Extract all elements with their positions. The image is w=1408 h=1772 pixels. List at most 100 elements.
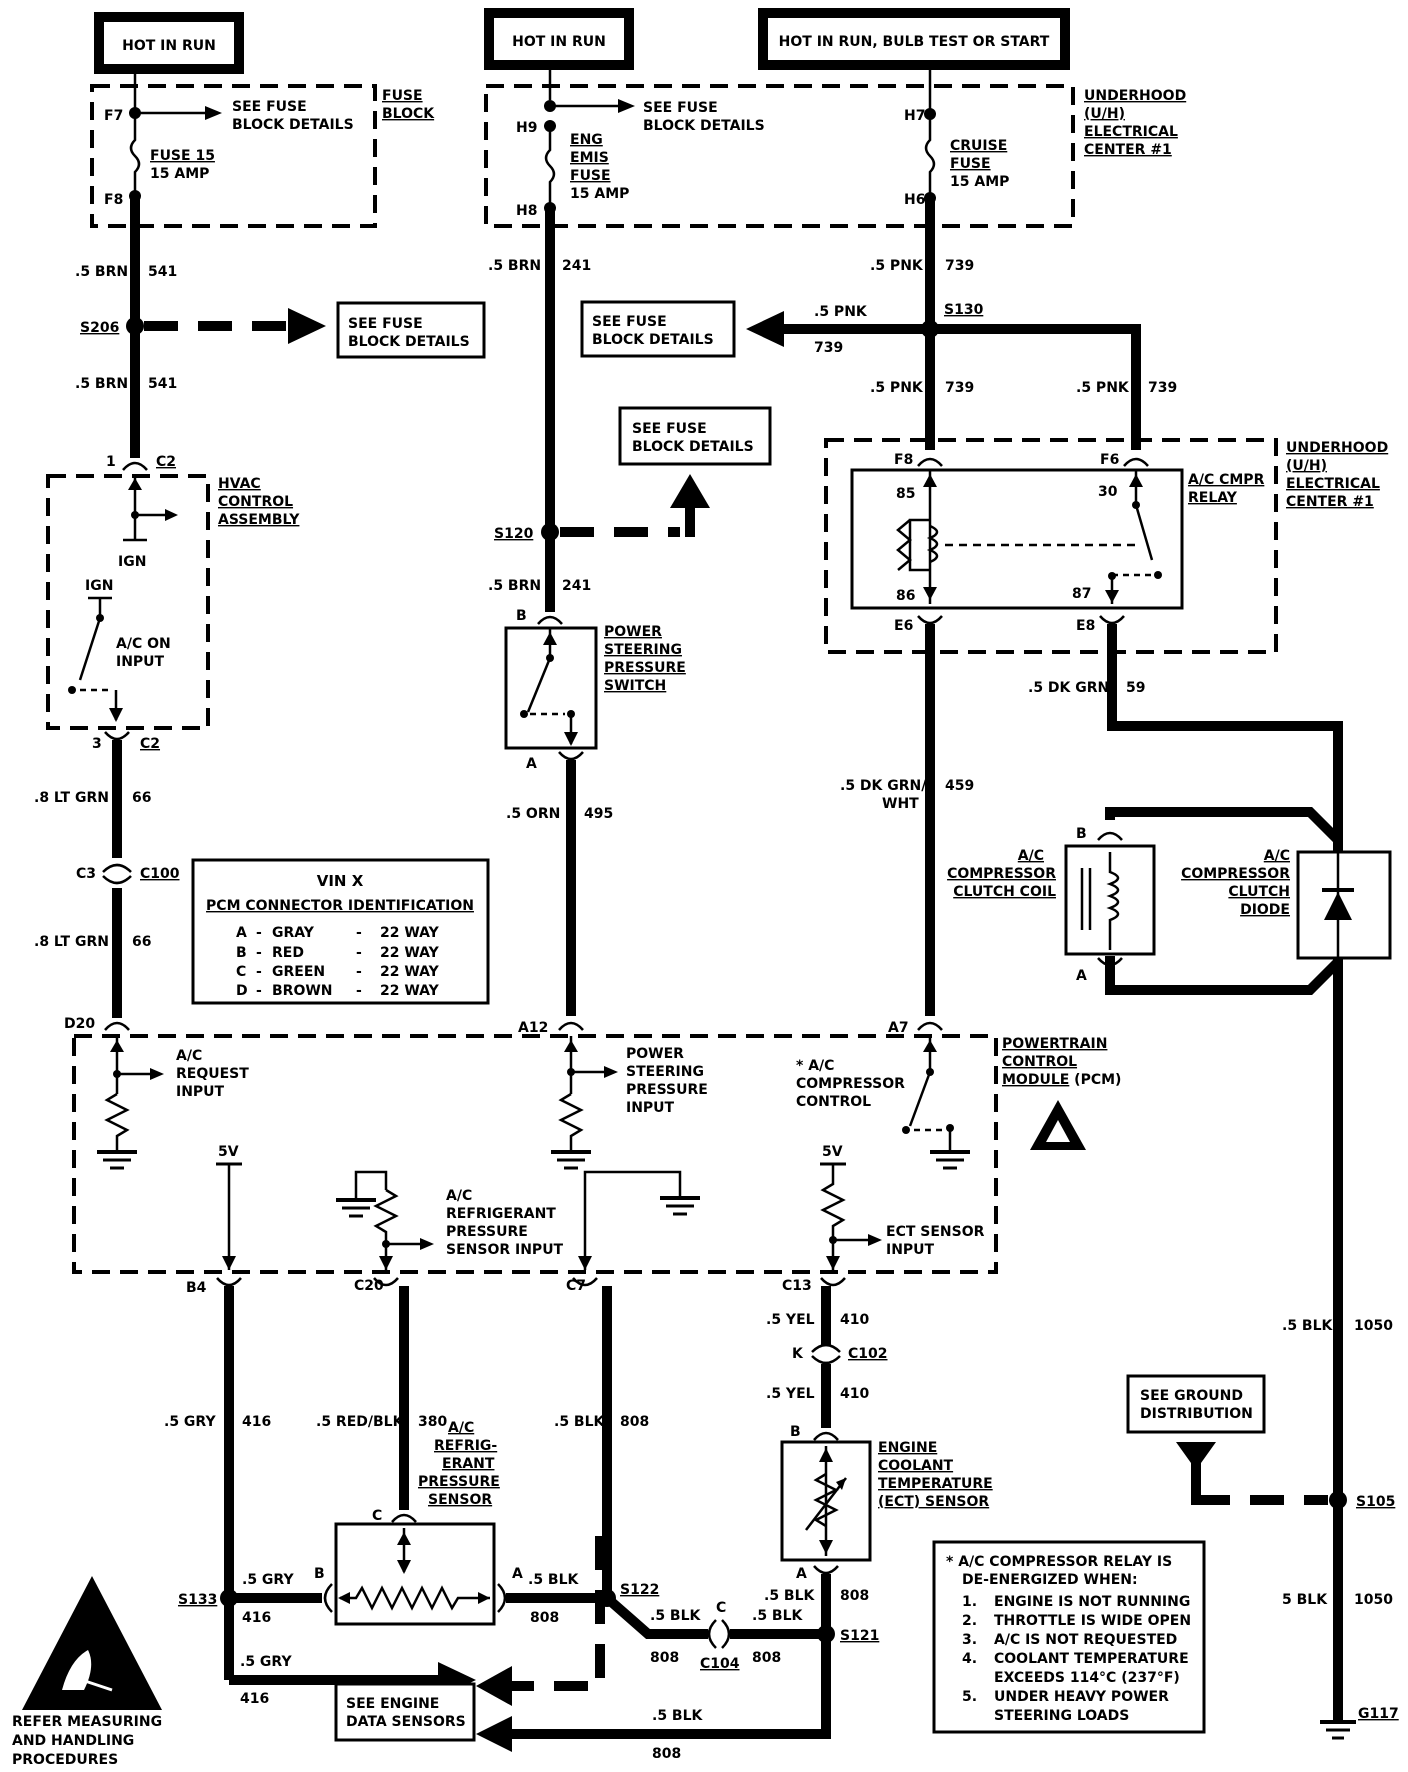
svg-text:A: A bbox=[512, 1566, 523, 1582]
svg-text:CENTER #1: CENTER #1 bbox=[1286, 494, 1374, 510]
svg-text:.5 DK GRN: .5 DK GRN bbox=[1028, 680, 1109, 696]
svg-text:1050: 1050 bbox=[1354, 1318, 1393, 1334]
svg-text:A12: A12 bbox=[518, 1020, 548, 1036]
svg-text:A/C CMPR: A/C CMPR bbox=[1188, 472, 1265, 488]
svg-text:ASSEMBLY: ASSEMBLY bbox=[218, 512, 300, 528]
svg-text:4.: 4. bbox=[962, 1651, 977, 1667]
svg-text:241: 241 bbox=[562, 258, 591, 274]
svg-text:B: B bbox=[236, 945, 247, 961]
svg-text:FUSE 15: FUSE 15 bbox=[150, 148, 215, 164]
svg-text:F8: F8 bbox=[104, 192, 123, 208]
svg-text:.5 BLK: .5 BLK bbox=[1282, 1318, 1334, 1334]
svg-text:UNDERHOOD: UNDERHOOD bbox=[1084, 88, 1186, 104]
svg-text:COMPRESSOR: COMPRESSOR bbox=[1181, 866, 1290, 882]
svg-text:F6: F6 bbox=[1100, 452, 1119, 468]
svg-text:SWITCH: SWITCH bbox=[604, 678, 666, 694]
svg-text:66: 66 bbox=[132, 790, 151, 806]
note-item: 2. THROTTLE IS WIDE OPEN bbox=[962, 1613, 1191, 1629]
svg-text:B: B bbox=[790, 1424, 801, 1440]
vin-row: A - GRAY - 22 WAY bbox=[236, 925, 440, 941]
svg-text:F8: F8 bbox=[894, 452, 913, 468]
see-engine-data-sensors-box bbox=[334, 1682, 476, 1742]
svg-text:C3: C3 bbox=[76, 866, 96, 882]
svg-text:CONTROL: CONTROL bbox=[218, 494, 293, 510]
svg-text:85: 85 bbox=[896, 486, 915, 502]
svg-text:PCM CONNECTOR IDENTIFICATION: PCM CONNECTOR IDENTIFICATION bbox=[206, 898, 474, 914]
svg-text:C2: C2 bbox=[156, 454, 176, 470]
svg-text:ELECTRICAL: ELECTRICAL bbox=[1286, 476, 1380, 492]
svg-text:COMPRESSOR: COMPRESSOR bbox=[796, 1076, 905, 1092]
svg-text:66: 66 bbox=[132, 934, 151, 950]
svg-text:C: C bbox=[236, 964, 246, 980]
svg-text:REFRIGERANT: REFRIGERANT bbox=[446, 1206, 556, 1222]
svg-text:COMPRESSOR: COMPRESSOR bbox=[947, 866, 1056, 882]
fuse-block-boundary bbox=[90, 84, 377, 228]
see-fuse-box-a bbox=[336, 301, 486, 359]
svg-text:.8 LT GRN: .8 LT GRN bbox=[34, 790, 109, 806]
svg-text:A7: A7 bbox=[888, 1020, 909, 1036]
pcm-boundary bbox=[72, 1034, 998, 1274]
svg-text:FUSE: FUSE bbox=[382, 88, 423, 104]
svg-text:WHT: WHT bbox=[882, 796, 919, 812]
svg-text:739: 739 bbox=[945, 258, 974, 274]
svg-text:15 AMP: 15 AMP bbox=[150, 166, 209, 182]
svg-text:(U/H): (U/H) bbox=[1286, 458, 1327, 474]
hvac-control-assembly-boundary bbox=[46, 474, 210, 730]
svg-text:SENSOR INPUT: SENSOR INPUT bbox=[446, 1242, 564, 1258]
note-item: 1. ENGINE IS NOT RUNNING bbox=[962, 1594, 1190, 1610]
svg-text:15 AMP: 15 AMP bbox=[570, 186, 629, 202]
vin-row: C - GREEN - 22 WAY bbox=[236, 964, 440, 980]
svg-text:1: 1 bbox=[106, 454, 116, 470]
svg-text:(ECT) SENSOR: (ECT) SENSOR bbox=[878, 1494, 989, 1510]
svg-text:IGN: IGN bbox=[85, 578, 113, 594]
svg-text:A: A bbox=[236, 925, 247, 941]
svg-text:22 WAY: 22 WAY bbox=[380, 983, 440, 999]
svg-text:ECT SENSOR: ECT SENSOR bbox=[886, 1224, 985, 1240]
svg-text:22 WAY: 22 WAY bbox=[380, 964, 440, 980]
svg-text:-: - bbox=[256, 925, 262, 941]
svg-text:241: 241 bbox=[562, 578, 591, 594]
svg-text:B4: B4 bbox=[186, 1280, 207, 1296]
svg-text:C: C bbox=[716, 1600, 726, 1616]
svg-text:HOT IN RUN, BULB TEST OR START: HOT IN RUN, BULB TEST OR START bbox=[779, 34, 1050, 50]
svg-text:* A/C COMPRESSOR RELAY IS: * A/C COMPRESSOR RELAY IS bbox=[946, 1554, 1172, 1570]
svg-text:22 WAY: 22 WAY bbox=[380, 945, 440, 961]
svg-text:COOLANT TEMPERATURE: COOLANT TEMPERATURE bbox=[994, 1651, 1189, 1667]
svg-text:-: - bbox=[256, 983, 262, 999]
svg-text:TEMPERATURE: TEMPERATURE bbox=[878, 1476, 993, 1492]
svg-text:REFER MEASURING: REFER MEASURING bbox=[12, 1714, 162, 1730]
svg-text:SEE FUSE: SEE FUSE bbox=[632, 421, 707, 437]
svg-text:59: 59 bbox=[1126, 680, 1145, 696]
svg-text:PRESSURE: PRESSURE bbox=[604, 660, 686, 676]
svg-text:HOT IN RUN: HOT IN RUN bbox=[122, 38, 216, 54]
svg-text:30: 30 bbox=[1098, 484, 1118, 500]
svg-text:BLOCK DETAILS: BLOCK DETAILS bbox=[592, 332, 714, 348]
svg-text:2.: 2. bbox=[962, 1613, 977, 1629]
see-fuse-box-c bbox=[618, 406, 772, 466]
svg-text:ENGINE IS NOT RUNNING: ENGINE IS NOT RUNNING bbox=[994, 1594, 1190, 1610]
svg-text:.5 ORN: .5 ORN bbox=[506, 806, 560, 822]
svg-text:A: A bbox=[1076, 968, 1087, 984]
svg-text:-: - bbox=[256, 964, 262, 980]
svg-text:.5 BLK: .5 BLK bbox=[554, 1414, 606, 1430]
note-item: EXCEEDS 114°C (237°F) bbox=[994, 1670, 1180, 1686]
svg-text:739: 739 bbox=[1148, 380, 1177, 396]
svg-text:CONTROL: CONTROL bbox=[796, 1094, 871, 1110]
svg-text:.5 BLK: .5 BLK bbox=[650, 1608, 702, 1624]
svg-text:5V: 5V bbox=[822, 1144, 843, 1160]
svg-text:DATA SENSORS: DATA SENSORS bbox=[346, 1714, 466, 1730]
svg-text:416: 416 bbox=[242, 1414, 271, 1430]
svg-text:SEE GROUND: SEE GROUND bbox=[1140, 1388, 1243, 1404]
svg-text:PRESSURE: PRESSURE bbox=[418, 1474, 500, 1490]
svg-text:S133: S133 bbox=[178, 1592, 217, 1608]
svg-text:S121: S121 bbox=[840, 1628, 879, 1644]
svg-text:BROWN: BROWN bbox=[272, 983, 333, 999]
svg-text:SEE ENGINE: SEE ENGINE bbox=[346, 1696, 439, 1712]
svg-text:.5 PNK: .5 PNK bbox=[870, 258, 924, 274]
svg-text:BLOCK: BLOCK bbox=[382, 106, 435, 122]
svg-text:416: 416 bbox=[240, 1691, 269, 1707]
svg-text:SEE FUSE: SEE FUSE bbox=[348, 316, 423, 332]
svg-text:POWER: POWER bbox=[626, 1046, 684, 1062]
svg-text:A/C: A/C bbox=[1264, 848, 1290, 864]
svg-text:.5 BLK: .5 BLK bbox=[764, 1588, 816, 1604]
